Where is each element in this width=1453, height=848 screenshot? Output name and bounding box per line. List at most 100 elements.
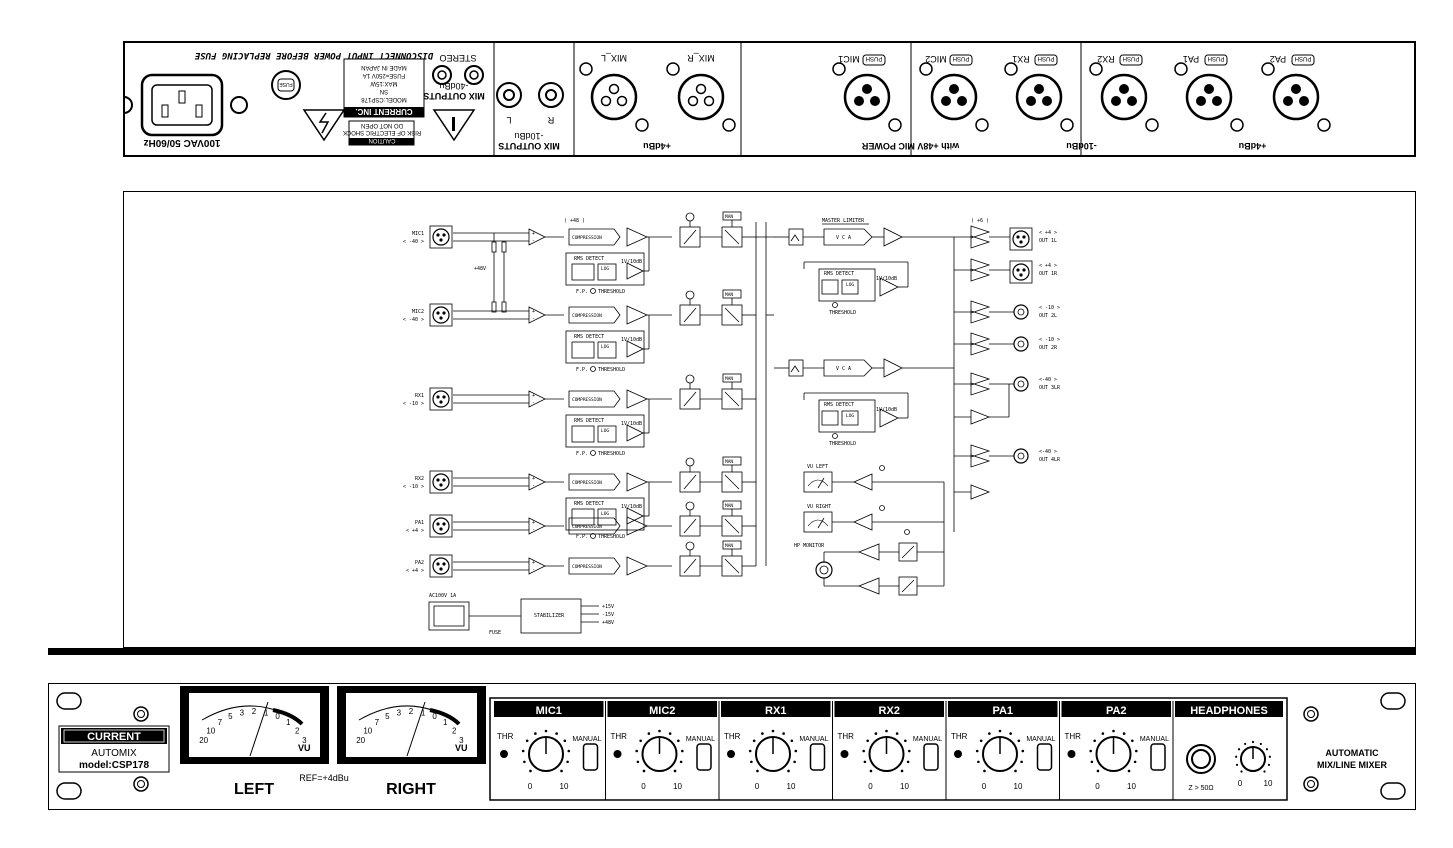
manual-button[interactable] xyxy=(696,743,712,771)
thr-indicator xyxy=(500,750,508,758)
level-knob[interactable] xyxy=(641,736,678,772)
svg-text:LOG: LOG xyxy=(846,413,854,419)
svg-text:-: - xyxy=(532,527,535,533)
headphone-level-knob[interactable] xyxy=(1240,746,1266,772)
level-knob[interactable] xyxy=(868,736,905,772)
svg-text:PUSH: PUSH xyxy=(1208,55,1225,61)
svg-text:MIC2: MIC2 xyxy=(412,309,424,315)
svg-text:OUT 3LR: OUT 3LR xyxy=(1039,385,1061,391)
manual-button[interactable] xyxy=(1036,743,1053,771)
brand-badge xyxy=(61,728,167,744)
svg-text:MIX OUTPUTS: MIX OUTPUTS xyxy=(423,91,485,101)
svg-text:1: 1 xyxy=(264,708,269,717)
svg-text:+: + xyxy=(532,309,535,315)
model-label: model:CSP178 xyxy=(79,760,149,771)
svg-text:2: 2 xyxy=(409,707,414,716)
svg-text:1: 1 xyxy=(421,708,426,717)
svg-text:7: 7 xyxy=(218,718,223,727)
rack-screw xyxy=(1303,776,1319,792)
svg-text:1V/10dB: 1V/10dB xyxy=(876,407,897,413)
svg-text:THRESHOLD: THRESHOLD xyxy=(829,310,856,316)
stereo-out-jack-a[interactable] xyxy=(464,65,484,85)
svg-text:MAN: MAN xyxy=(725,543,733,549)
svg-text:0: 0 xyxy=(982,782,987,791)
manual-button[interactable] xyxy=(809,743,826,771)
fuse-holder[interactable] xyxy=(271,70,301,100)
rca-out-right[interactable] xyxy=(538,82,564,108)
product-title-line2: MIX/LINE MIXER xyxy=(1317,760,1388,770)
svg-text:PUSH: PUSH xyxy=(1038,55,1055,61)
svg-text:MIC1: MIC1 xyxy=(412,231,424,237)
compressor-3 xyxy=(568,390,621,408)
nameplate: CURRENT INC. MODEL:CSP178 SN MAX:15W FUS… xyxy=(343,58,425,118)
xlr-out-right[interactable] xyxy=(666,62,736,132)
svg-text:20: 20 xyxy=(356,736,365,745)
power-inlet[interactable] xyxy=(125,73,248,137)
stereo-out-jack-b[interactable] xyxy=(432,65,452,85)
svg-text:F.P.: F.P. xyxy=(576,289,588,295)
svg-text:0: 0 xyxy=(755,782,760,791)
svg-text:THR: THR xyxy=(951,732,968,741)
svg-text:MIC1: MIC1 xyxy=(838,54,860,64)
svg-text:1V/10dB: 1V/10dB xyxy=(876,276,897,282)
svg-text:< -10 >: < -10 > xyxy=(1039,337,1060,343)
svg-text:RMS DETECT: RMS DETECT xyxy=(574,256,604,262)
svg-text:MAN: MAN xyxy=(725,459,733,465)
svg-text:+4dBu: +4dBu xyxy=(1239,141,1267,151)
svg-text:LOG: LOG xyxy=(601,511,609,517)
impedance-label: Z > 50Ω xyxy=(1188,785,1213,792)
manual-button[interactable] xyxy=(1150,743,1166,771)
svg-text:HP MONITOR: HP MONITOR xyxy=(794,543,825,549)
svg-text:7: 7 xyxy=(375,718,380,727)
rear-warning-note: DISCONNECT INPUT POWER BEFORE REPLACING … xyxy=(194,50,434,60)
product-label: AUTOMIX xyxy=(91,748,137,759)
svg-text:2: 2 xyxy=(452,726,457,735)
svg-text:F.P.: F.P. xyxy=(576,367,588,373)
compressor-6 xyxy=(568,557,621,575)
svg-text:RX2: RX2 xyxy=(415,476,424,482)
meter-left-label: LEFT xyxy=(234,781,274,798)
input-xlr-rx1 xyxy=(429,387,453,411)
svg-text:< -10 >: < -10 > xyxy=(403,401,424,407)
level-knob[interactable] xyxy=(1095,736,1132,772)
svg-text:+: + xyxy=(532,520,535,526)
svg-text:THR: THR xyxy=(724,732,741,741)
info-warning-icon xyxy=(432,109,476,142)
level-knob[interactable] xyxy=(528,736,564,772)
rack-slot xyxy=(1380,692,1406,710)
svg-text:THR: THR xyxy=(497,732,514,741)
rack-screw xyxy=(133,776,149,792)
svg-text:PUSH: PUSH xyxy=(1295,55,1312,61)
input-xlr-pa2 xyxy=(429,554,453,578)
svg-text:10: 10 xyxy=(673,782,682,791)
rca-out-left[interactable] xyxy=(496,82,522,108)
svg-text:3: 3 xyxy=(240,708,245,717)
svg-text:THRESHOLD: THRESHOLD xyxy=(598,534,625,540)
svg-text:10: 10 xyxy=(1264,779,1273,788)
svg-text:RX1: RX1 xyxy=(765,705,786,717)
svg-text:FUSE=250V 1A: FUSE=250V 1A xyxy=(363,72,406,78)
svg-text:+48V: +48V xyxy=(602,620,614,626)
svg-text:OUT 1L: OUT 1L xyxy=(1039,238,1057,244)
rear-panel: DISCONNECT INPUT POWER BEFORE REPLACING … xyxy=(123,41,1416,157)
svg-text:COMPRESSION: COMPRESSION xyxy=(572,480,602,486)
shock-warning-icon xyxy=(302,109,346,142)
headphone-jack[interactable] xyxy=(1186,744,1216,774)
svg-text:< -10 >: < -10 > xyxy=(403,484,424,490)
svg-text:5: 5 xyxy=(228,712,233,721)
xlr-out-left[interactable] xyxy=(579,62,649,132)
svg-text:PUSH: PUSH xyxy=(1123,55,1140,61)
level-knob[interactable] xyxy=(982,736,1018,772)
manual-button[interactable] xyxy=(582,743,599,771)
level-knob[interactable] xyxy=(755,736,791,772)
manual-button[interactable] xyxy=(923,743,939,771)
svg-text:STABILIZER: STABILIZER xyxy=(534,613,565,619)
